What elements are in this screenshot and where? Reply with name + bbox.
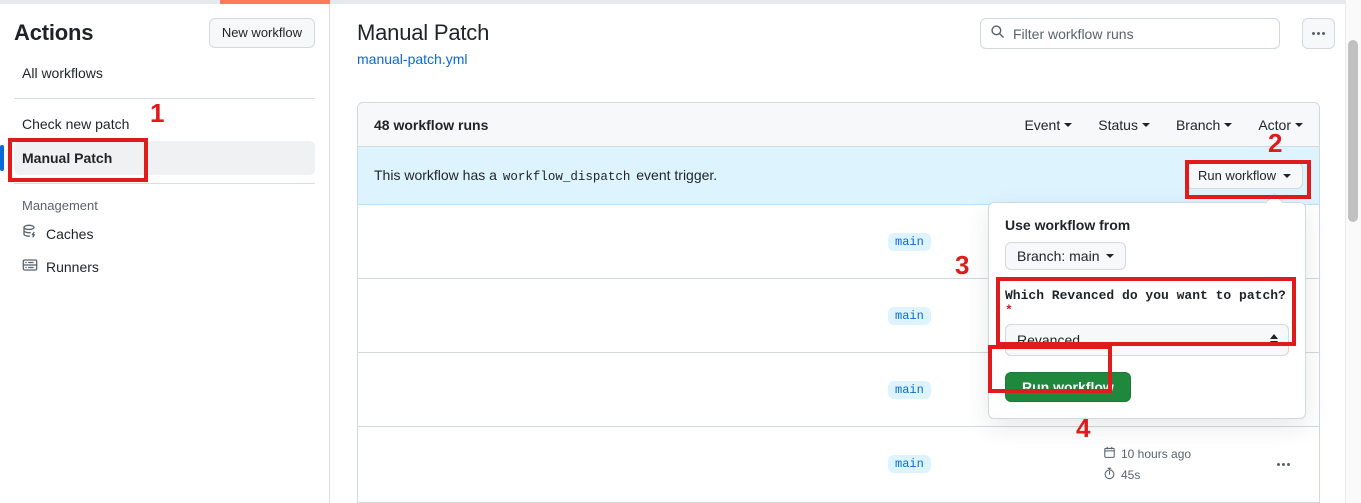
- branch-badge[interactable]: main: [888, 380, 931, 399]
- dispatch-text-after: event trigger.: [636, 167, 718, 183]
- page-load-progress-track: [0, 0, 1345, 4]
- calendar-icon: [1103, 446, 1116, 462]
- annotation-number-2: 2: [1268, 128, 1283, 158]
- chevron-down-icon: [1295, 122, 1303, 127]
- dispatch-notice-text: This workflow has a workflow_dispatch ev…: [374, 167, 717, 184]
- sidebar-header: Actions New workflow: [14, 4, 315, 56]
- kebab-dot: [1281, 462, 1285, 466]
- kebab-dot: [1286, 462, 1290, 466]
- search-input[interactable]: [1013, 25, 1270, 42]
- kebab-dot: [1276, 462, 1280, 466]
- run-workflow-submit-button[interactable]: Run workflow: [1005, 372, 1131, 402]
- run-duration-label: 45s: [1121, 467, 1141, 482]
- select-arrows-icon: [1270, 334, 1278, 346]
- page-title-actions: Actions: [14, 20, 94, 45]
- filter-branch[interactable]: Branch: [1175, 116, 1233, 133]
- runners-icon: [22, 257, 38, 276]
- filter-label: Actor: [1258, 116, 1291, 133]
- branch-selector-button[interactable]: Branch: main: [1005, 242, 1127, 270]
- run-duration: 45s: [1103, 467, 1263, 483]
- filter-actor[interactable]: Actor: [1258, 117, 1303, 133]
- run-branch-cell: main: [888, 232, 1103, 251]
- sidebar-item-manual-patch[interactable]: Manual Patch: [0, 141, 315, 175]
- workflow-runs-header: 48 workflow runs Event Status Branch Act…: [358, 103, 1319, 147]
- filter-status[interactable]: Status: [1098, 117, 1150, 133]
- run-workflow-form: Use workflow from Branch: main Which Rev…: [989, 203, 1305, 418]
- sidebar: Actions New workflow All workflows Check…: [0, 4, 330, 503]
- branch-badge[interactable]: main: [888, 306, 931, 325]
- patch-target-select[interactable]: Revanced: [1005, 324, 1289, 356]
- kebab-dot: [1317, 32, 1320, 35]
- use-workflow-from-label: Use workflow from: [1005, 217, 1131, 233]
- page-load-progress-bar: [220, 0, 330, 4]
- sidebar-divider-1: [14, 98, 315, 99]
- filter-label: Branch: [1175, 116, 1221, 133]
- patch-target-field-label: Which Revanced do you want to patch? *: [1005, 288, 1289, 318]
- sidebar-item-label: Caches: [46, 225, 94, 242]
- workflow-file-link[interactable]: manual-patch.yml: [357, 51, 468, 67]
- dispatch-event-code: workflow_dispatch: [502, 170, 631, 184]
- annotation-number-3: 3: [955, 250, 970, 280]
- workflow-dispatch-notice: This workflow has a workflow_dispatch ev…: [358, 147, 1319, 205]
- run-workflow-dropdown-panel: Use workflow from Branch: main Which Rev…: [988, 202, 1306, 419]
- row-kebab-icon[interactable]: [1263, 462, 1303, 466]
- workflow-runs-count: 48 workflow runs: [374, 116, 489, 133]
- table-row[interactable]: main 10 hours ago: [358, 427, 1319, 501]
- kebab-dot: [1312, 32, 1315, 35]
- chevron-down-icon: [1283, 173, 1291, 178]
- patch-target-label-text: Which Revanced do you want to patch?: [1005, 288, 1286, 303]
- workflow-options-kebab-icon[interactable]: [1302, 18, 1335, 49]
- table-row[interactable]: main: [358, 279, 1319, 353]
- run-meta-cell: 10 hours ago 45s: [1103, 446, 1263, 483]
- sidebar-item-all-workflows[interactable]: All workflows: [22, 65, 103, 81]
- workflow-title: Manual Patch: [357, 20, 490, 45]
- branch-badge[interactable]: main: [888, 232, 931, 251]
- sidebar-item-runners[interactable]: Runners: [14, 250, 315, 283]
- sidebar-item-caches[interactable]: Caches: [14, 217, 315, 250]
- cache-icon: [22, 224, 38, 243]
- run-branch-cell: main: [888, 380, 1103, 399]
- chevron-down-icon: [1224, 122, 1233, 127]
- dispatch-text-before: This workflow has a: [374, 167, 497, 183]
- new-workflow-button[interactable]: New workflow: [208, 18, 315, 48]
- sidebar-divider-2: [14, 183, 315, 184]
- page-scrollbar-thumb[interactable]: [1348, 40, 1358, 222]
- run-workflow-dropdown-label: Run workflow: [1197, 168, 1276, 183]
- branch-badge[interactable]: main: [888, 455, 931, 473]
- filter-label: Status: [1098, 116, 1138, 133]
- annotation-number-1: 1: [150, 98, 165, 128]
- annotation-number-4: 4: [1076, 413, 1091, 443]
- kebab-dot: [1322, 32, 1325, 35]
- filter-label: Event: [1024, 116, 1061, 133]
- search-icon: [990, 24, 1005, 44]
- stopwatch-icon: [1103, 467, 1116, 483]
- filter-event[interactable]: Event: [1024, 116, 1073, 133]
- filter-bar: Event Status Branch Actor: [1024, 117, 1303, 133]
- branch-selector-label: Branch: main: [1017, 248, 1100, 264]
- table-row[interactable]: main: [358, 205, 1319, 279]
- sidebar-group-management: Management: [22, 198, 98, 213]
- chevron-up-icon: [1270, 334, 1278, 339]
- filter-workflow-runs-field[interactable]: [980, 18, 1280, 49]
- run-date: 10 hours ago: [1103, 446, 1263, 462]
- patch-target-selected-value: Revanced: [1017, 332, 1081, 348]
- page-scrollbar[interactable]: [1345, 0, 1361, 503]
- sidebar-item-check-new-patch[interactable]: Check new patch: [22, 116, 130, 132]
- run-date-label: 10 hours ago: [1121, 446, 1192, 461]
- required-marker: *: [1005, 303, 1013, 318]
- chevron-down-icon: [1106, 254, 1115, 258]
- run-branch-cell: main: [888, 306, 1103, 325]
- run-branch-cell: main: [888, 455, 1103, 473]
- chevron-down-icon: [1064, 122, 1073, 127]
- chevron-down-icon: [1141, 122, 1150, 127]
- chevron-down-icon: [1270, 341, 1278, 346]
- sidebar-item-label: Runners: [46, 258, 99, 275]
- run-workflow-dropdown-button[interactable]: Run workflow: [1185, 162, 1303, 189]
